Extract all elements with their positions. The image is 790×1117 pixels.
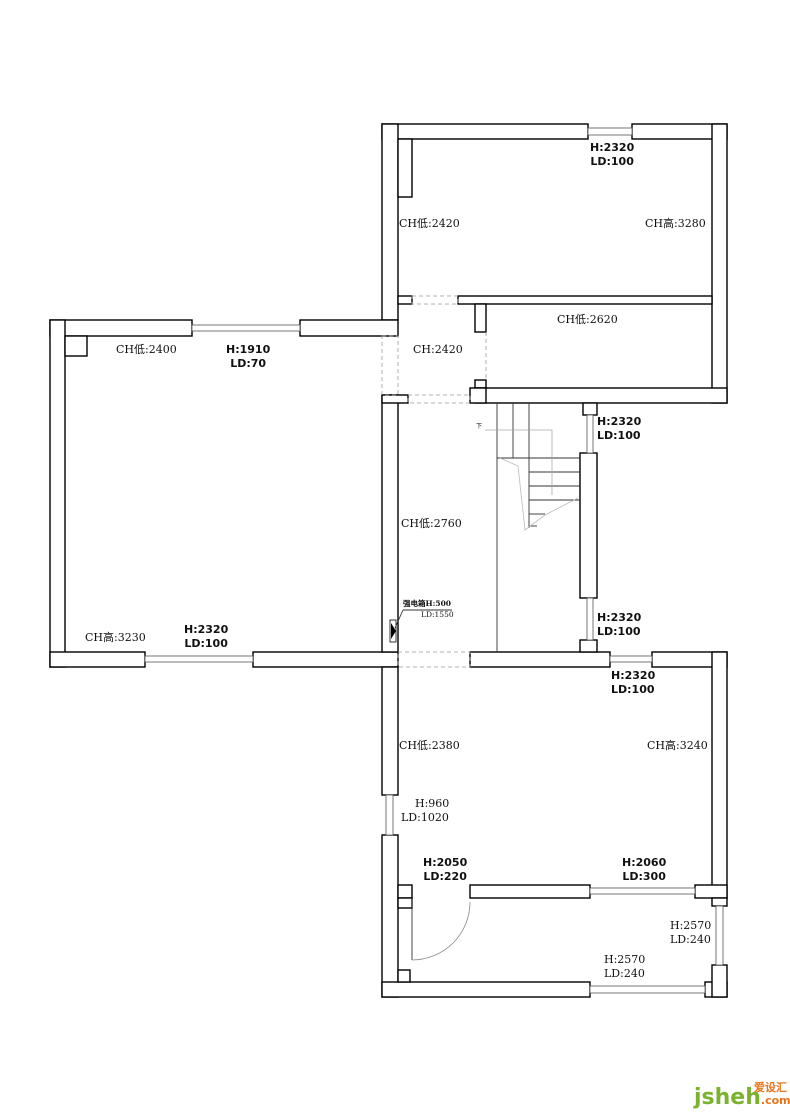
left-ch-low: CH低:2400 [116,343,177,356]
door-swing [411,898,471,961]
openings [381,295,487,668]
top-ch-low: CH低:2420 [399,217,460,230]
top-ch-high: CH高:3280 [645,217,706,230]
top-small-ch-low: CH低:2620 [557,313,618,326]
walls [49,123,728,998]
staircase [485,403,580,652]
stair-mark: 下 [476,423,483,430]
windows [144,127,724,994]
entry-ch: CH:2420 [413,343,463,356]
left-ch-high: CH高:3230 [85,631,146,644]
bottom-ch-low: CH低:2380 [399,739,460,752]
electric-panel-icon [389,609,452,643]
bottom-ch-high: CH高:3240 [647,739,708,752]
corridor-ch-low: CH低:2760 [401,517,462,530]
